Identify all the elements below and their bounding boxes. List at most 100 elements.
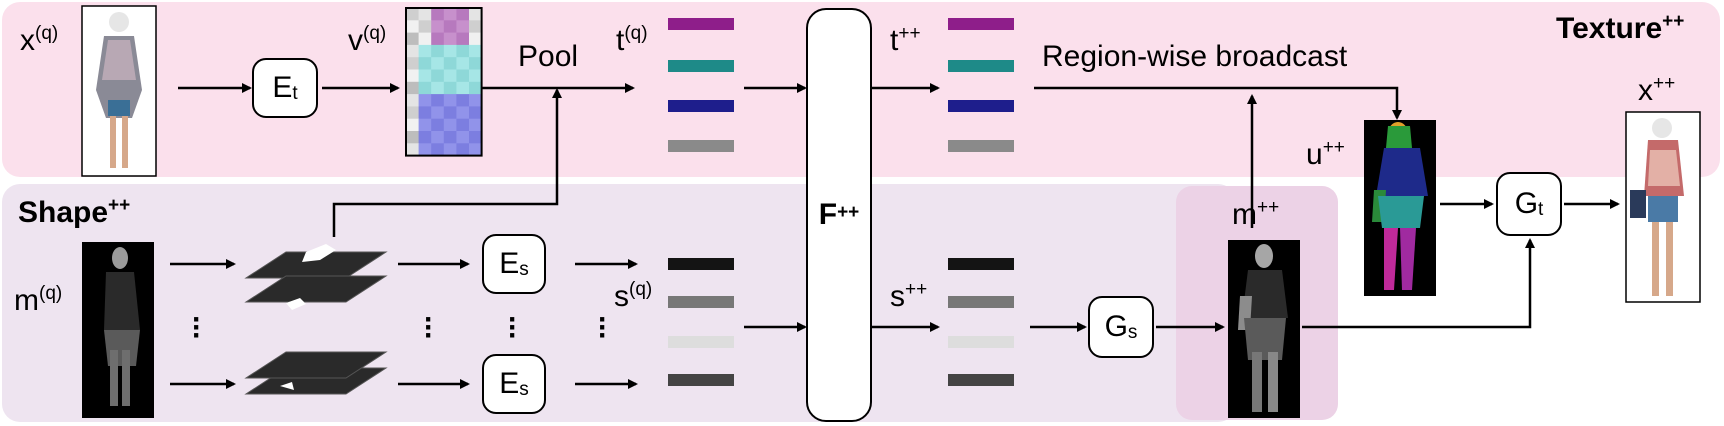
grid-cell — [443, 69, 457, 83]
grid-cell — [406, 32, 420, 46]
grid-cell — [431, 20, 445, 34]
grid-cell — [456, 81, 470, 95]
grid-cell — [418, 131, 432, 144]
grid-cell — [443, 20, 457, 34]
pool-label: Pool — [518, 40, 579, 73]
grid-cell — [456, 94, 470, 107]
grid-cell — [406, 131, 420, 144]
grid-cell — [443, 131, 457, 144]
grid-cell — [456, 32, 470, 46]
u-pp-image — [1364, 120, 1436, 296]
ellipsis-mq: ··· — [192, 303, 202, 352]
grid-cell — [443, 143, 457, 157]
v-q-feature-grid — [405, 7, 483, 157]
grid-cell — [406, 106, 420, 120]
grid-cell — [469, 32, 483, 46]
m-q-label: m(q) — [14, 283, 63, 317]
grid-cell — [431, 118, 445, 132]
fashion-plus-plus-block: F++ — [806, 8, 872, 422]
ellipsis-es: ··· — [508, 303, 518, 352]
m-pp-label: m++ — [1232, 197, 1280, 231]
grid-cell — [418, 143, 432, 157]
m-pp-image — [1228, 240, 1300, 418]
grid-cell — [443, 57, 457, 70]
grid-cell — [406, 94, 420, 107]
grid-cell — [406, 81, 420, 95]
s-pp-bars — [948, 258, 1014, 386]
grid-cell — [456, 143, 470, 157]
grid-cell — [418, 32, 432, 46]
t-q-bars — [668, 18, 734, 152]
s-q-label: s(q) — [614, 279, 653, 313]
grid-cell — [456, 106, 470, 120]
ellipsis-masks: ··· — [424, 303, 434, 352]
grid-cell — [443, 8, 457, 21]
grid-cell — [469, 81, 483, 95]
x-q-image — [81, 5, 157, 177]
grid-cell — [406, 44, 420, 58]
grid-cell — [469, 57, 483, 70]
shape-title-text: Shape — [18, 196, 109, 229]
grid-cell — [456, 44, 470, 58]
t-pp-bars — [948, 18, 1014, 152]
grid-cell — [406, 8, 420, 21]
grid-cell — [418, 118, 432, 132]
ellipsis-sq: ··· — [598, 303, 608, 352]
grid-cell — [443, 118, 457, 132]
grid-cell — [456, 131, 470, 144]
grid-cell — [406, 20, 420, 34]
grid-cell — [431, 131, 445, 144]
grid-cell — [469, 20, 483, 34]
grid-cell — [443, 81, 457, 95]
grid-cell — [469, 106, 483, 120]
grid-cell — [469, 131, 483, 144]
connectors — [170, 83, 1620, 389]
texture-title-sup: ++ — [1662, 11, 1685, 32]
u-pp-label: u++ — [1306, 137, 1345, 171]
grid-cell — [431, 44, 445, 58]
grid-cell — [443, 32, 457, 46]
grid-cell — [456, 118, 470, 132]
grid-cell — [431, 69, 445, 83]
grid-border — [405, 7, 483, 157]
grid-cell — [406, 118, 420, 132]
grid-cell — [469, 94, 483, 107]
grid-cell — [418, 94, 432, 107]
broadcast-label: Region-wise broadcast — [1042, 40, 1348, 73]
grid-cell — [431, 8, 445, 21]
grid-cell — [431, 143, 445, 157]
grid-cell — [456, 69, 470, 83]
m-q-image — [82, 242, 154, 418]
grid-cell — [418, 69, 432, 83]
grid-cell — [406, 57, 420, 70]
mask-stack-top — [244, 244, 388, 310]
texture-title-text: Texture — [1556, 12, 1663, 45]
shape-title: Shape++ — [18, 195, 131, 229]
grid-cell — [431, 32, 445, 46]
s-q-bars — [668, 258, 734, 386]
grid-cell — [431, 81, 445, 95]
v-q-label: v(q) — [348, 23, 387, 57]
grid-cell — [469, 8, 483, 21]
shape-title-sup: ++ — [108, 195, 131, 216]
grid-cell — [469, 143, 483, 157]
x-pp-image — [1625, 111, 1701, 303]
t-pp-label: t++ — [890, 23, 921, 57]
grid-cell — [443, 94, 457, 107]
grid-cell — [456, 20, 470, 34]
t-q-label: t(q) — [616, 23, 648, 57]
grid-cell — [456, 57, 470, 70]
grid-cell — [406, 69, 420, 83]
mask-stack-bottom — [244, 351, 388, 395]
x-pp-label: x++ — [1638, 73, 1676, 107]
grid-cell — [418, 8, 432, 21]
grid-cell — [469, 44, 483, 58]
grid-cell — [469, 69, 483, 83]
texture-title: Texture++ — [1556, 11, 1685, 45]
